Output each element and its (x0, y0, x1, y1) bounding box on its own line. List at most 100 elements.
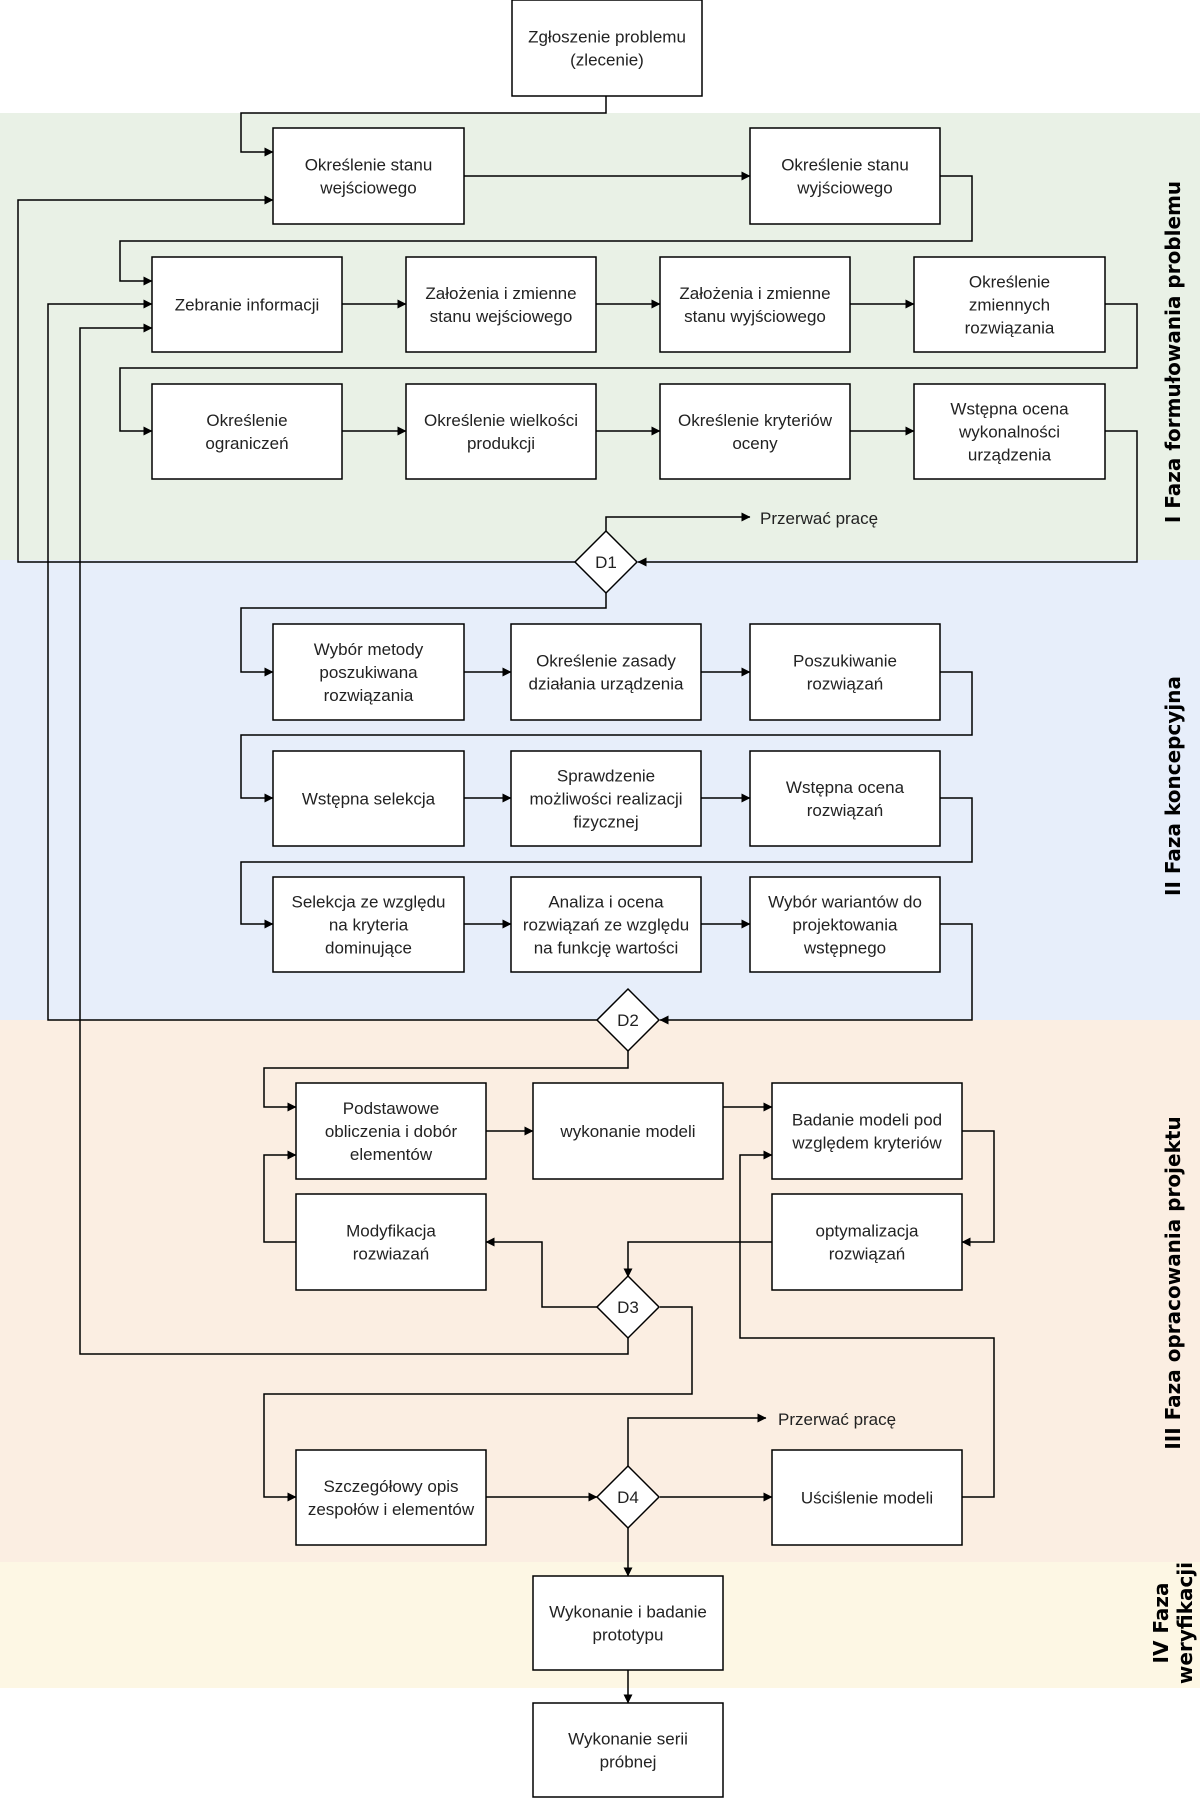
box-frame (532, 1702, 724, 1798)
process-box-selekcja: Wstępna selekcja (272, 750, 465, 847)
box-frame (295, 1082, 487, 1180)
box-label-line: możliwości realizacji (529, 790, 682, 809)
box-label-line: wstępnego (803, 939, 886, 958)
box-label-line: Określenie (206, 411, 287, 430)
decision-diamond (595, 1464, 661, 1530)
box-label-line: Wybór wariantów do (768, 893, 922, 912)
process-box-prototyp: Wykonanie i badanie prototypu (532, 1575, 724, 1671)
box-frame (295, 1449, 487, 1546)
box-label-line: (zlecenie) (570, 51, 644, 70)
process-box-poszukiwanie: Poszukiwanie rozwiązań (749, 623, 941, 721)
box-frame (151, 383, 343, 480)
box-label-line: optymalizacja (816, 1222, 920, 1241)
phase-2-label: II Faza koncepcyjna (1161, 676, 1185, 896)
decision-d2: D2 (595, 987, 661, 1053)
box-label-line: rozwiązań (807, 675, 884, 694)
box-label-line: zespołów i elementów (308, 1500, 475, 1519)
decision-d1: D1 (573, 529, 639, 595)
box-label-line: Wykonanie i badanie (549, 1603, 707, 1622)
process-box-zmienne-rozw: Określenie zmiennych rozwiązania (913, 256, 1106, 353)
process-box-uscislenie: Uściślenie modeli (771, 1449, 963, 1546)
decision-label: D3 (617, 1298, 639, 1317)
process-box-wykonanie-modeli: wykonanie modeli (532, 1082, 724, 1180)
box-label-line: rozwiązań ze względu (523, 916, 689, 935)
box-label-line: względem kryteriów (791, 1134, 942, 1153)
box-frame (295, 1193, 487, 1291)
box-label-line: prototypu (593, 1626, 664, 1645)
box-label-line: na kryteria (329, 916, 409, 935)
box-frame (771, 1449, 963, 1546)
process-box-zasada: Określenie zasady działania urządzenia (510, 623, 702, 721)
box-label-line: elementów (350, 1145, 433, 1164)
process-box-start: Zgłoszenie problemu(zlecenie) (511, 0, 703, 97)
box-frame (771, 1082, 963, 1180)
box-label-line: zmiennych (969, 296, 1050, 315)
box-label-line: Wstępna ocena (786, 778, 905, 797)
box-frame (510, 623, 702, 721)
box-label-line: oceny (732, 434, 778, 453)
box-frame (749, 127, 941, 225)
box-label-line: na funkcję wartości (534, 939, 679, 958)
box-label-line: rozwiązania (324, 686, 414, 705)
phase-1-label: I Faza formułowania problemu (1161, 181, 1185, 523)
decision-d4: D4 (595, 1464, 661, 1530)
box-frame (749, 750, 941, 847)
connector (240, 671, 973, 803)
connector (240, 96, 607, 157)
box-label-line: dominujące (325, 939, 412, 958)
connectors (17, 96, 1138, 1704)
decision-label: D1 (595, 553, 617, 572)
box-frame (272, 750, 465, 847)
box-frame (532, 1575, 724, 1671)
connector (17, 195, 575, 563)
box-frame (659, 256, 851, 353)
box-label-line: działania urządzenia (529, 675, 685, 694)
box-label-line: wyjściowego (796, 179, 892, 198)
connector (623, 1241, 772, 1278)
box-frame (405, 256, 597, 353)
box-label-line: stanu wyjściowego (684, 307, 826, 326)
box-label-line: Wykonanie serii (568, 1730, 688, 1749)
box-label-line: produkcji (467, 434, 535, 453)
box-label-line: wykonalności (958, 423, 1060, 442)
connector (263, 1306, 693, 1502)
phase-4-label-line1: IV Faza (1149, 1582, 1173, 1663)
box-label-line: Wstępna ocena (950, 400, 1069, 419)
box-label-line: Selekcja ze względu (291, 893, 445, 912)
decision-label: D2 (617, 1011, 639, 1030)
box-label-line: urządzenia (968, 446, 1052, 465)
box-label-line: projektowania (793, 916, 898, 935)
process-box-zebranie: Zebranie informacji (151, 256, 343, 353)
box-label-line: poszukiwana (319, 663, 418, 682)
box-label-line: stanu wejściowego (430, 307, 573, 326)
box-label-line: rozwiązania (965, 319, 1055, 338)
box-frame (272, 876, 465, 973)
box-label-line: Uściślenie modeli (801, 1489, 933, 1508)
phase-3-label: III Faza opracowania projektu (1161, 1116, 1185, 1449)
decision-diamond (595, 987, 661, 1053)
box-frame (659, 383, 851, 480)
box-label-line: Podstawowe (343, 1099, 439, 1118)
box-label-line: fizycznej (573, 813, 638, 832)
box-label-line: Poszukiwanie (793, 652, 897, 671)
box-label-line: Zebranie informacji (175, 296, 320, 315)
connector (79, 323, 629, 1355)
box-label-line: rozwiazań (353, 1245, 430, 1264)
box-label-line: Wybór metody (314, 640, 424, 659)
box-label-line: Określenie (969, 273, 1050, 292)
process-box-wybor-wariantow: Wybór wariantów do projektowania wstępnego (749, 876, 941, 973)
box-label-line: Określenie zasady (536, 652, 676, 671)
